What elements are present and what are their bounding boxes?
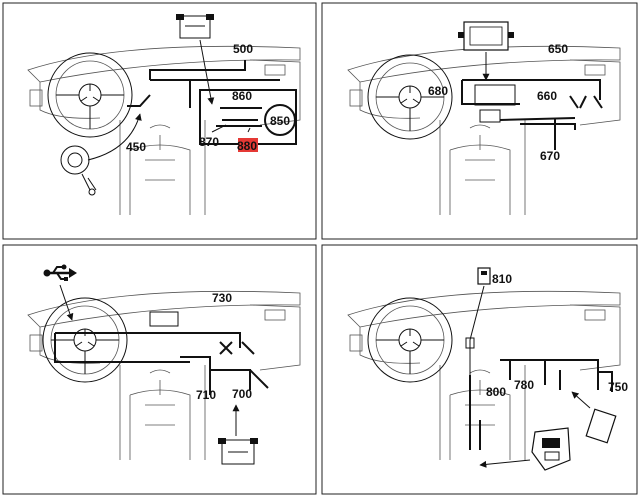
label-500: 500 bbox=[233, 42, 253, 56]
wire-ends bbox=[569, 95, 603, 109]
control-module-icon bbox=[218, 438, 258, 465]
screen bbox=[149, 311, 179, 327]
wire-780 bbox=[500, 359, 599, 390]
badge-850 bbox=[264, 104, 296, 136]
tablet-icon bbox=[585, 408, 617, 444]
label-850: 850 bbox=[270, 114, 290, 128]
label-700: 700 bbox=[232, 387, 252, 401]
dashboard-outline bbox=[27, 290, 301, 461]
label-750: 750 bbox=[608, 380, 628, 394]
label-870: 870 bbox=[199, 135, 219, 149]
label-800: 800 bbox=[486, 385, 506, 399]
panel-bottom-left: 730 710 700 bbox=[27, 264, 301, 465]
radio-unit bbox=[474, 84, 516, 106]
wire-750 bbox=[598, 371, 613, 392]
wire-650 bbox=[461, 79, 601, 100]
dashboard-outline bbox=[347, 290, 621, 461]
module bbox=[479, 109, 501, 123]
dashboard-outline bbox=[27, 45, 301, 216]
wire-680 bbox=[461, 92, 520, 105]
wire-660 bbox=[499, 117, 576, 130]
arrow bbox=[571, 391, 591, 409]
control-module-icon bbox=[176, 14, 214, 39]
steering-wheel bbox=[367, 297, 453, 383]
label-810: 810 bbox=[492, 272, 512, 286]
antenna-cable bbox=[469, 285, 485, 440]
steering-wheel bbox=[47, 52, 133, 138]
antenna-module-icon bbox=[477, 267, 491, 285]
dashboard-outline bbox=[347, 45, 621, 216]
wire-ends bbox=[219, 341, 255, 355]
center-console-icon bbox=[531, 427, 571, 471]
arrow bbox=[479, 459, 531, 468]
wire-700 bbox=[210, 369, 269, 390]
clock-spring-icon bbox=[60, 145, 97, 196]
panel-bottom-right: 810 780 750 800 bbox=[347, 267, 628, 471]
arrow bbox=[59, 284, 74, 321]
arrow bbox=[87, 113, 142, 161]
wire-800 bbox=[469, 375, 481, 450]
label-780: 780 bbox=[514, 378, 534, 392]
wire-500 bbox=[127, 60, 280, 107]
label-680: 680 bbox=[428, 84, 448, 98]
label-860: 860 bbox=[232, 89, 252, 103]
label-660: 660 bbox=[537, 89, 557, 103]
wire-710 bbox=[180, 356, 211, 395]
usb-icon bbox=[43, 264, 77, 281]
label-880: 880 bbox=[237, 139, 257, 153]
highlight-880 bbox=[238, 138, 258, 152]
connectors bbox=[216, 107, 262, 127]
leader bbox=[211, 124, 251, 133]
display-unit-icon bbox=[458, 21, 514, 51]
label-710: 710 bbox=[196, 388, 216, 402]
label-730: 730 bbox=[212, 291, 232, 305]
panel-top-left: 500 860 450 870 880 850 bbox=[27, 14, 301, 216]
label-450: 450 bbox=[126, 140, 146, 154]
label-650: 650 bbox=[548, 42, 568, 56]
label-670: 670 bbox=[540, 149, 560, 163]
wire-730 bbox=[54, 332, 241, 363]
connector bbox=[465, 337, 475, 349]
arrow bbox=[199, 39, 215, 105]
panel-top-right: 650 680 660 670 bbox=[347, 21, 621, 216]
